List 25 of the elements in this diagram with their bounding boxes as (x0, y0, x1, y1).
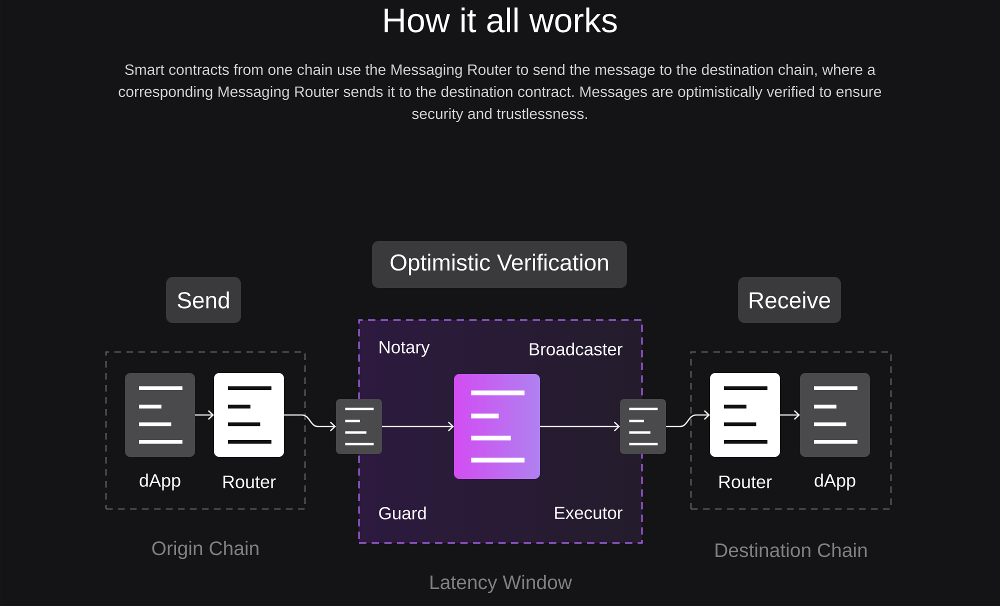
title: How it all works (384, 8, 617, 32)
arrow (382, 422, 454, 432)
arrow (195, 410, 214, 420)
arrow (540, 422, 620, 432)
node-label: dApp (140, 474, 180, 490)
arrow (780, 410, 800, 420)
role-label: Broadcaster (530, 342, 622, 356)
frame-label: Latency Window (430, 574, 572, 594)
role-label: Guard (379, 506, 426, 520)
node-label: dApp (814, 474, 856, 490)
arrow (666, 410, 710, 428)
document-icon (336, 399, 382, 454)
document-icon (620, 399, 666, 454)
heading-box: Optimistic Verification (372, 241, 627, 288)
role-label: Executor (555, 506, 622, 520)
arrow (284, 414, 336, 432)
node-label: Router (719, 476, 772, 488)
heading-box: Receive (738, 277, 841, 323)
role-label: Notary (380, 341, 430, 357)
document-icon (471, 390, 524, 462)
heading-box: Send (166, 277, 241, 323)
description: Smart contracts from one chain use the Messaging Router to send the message to the destination chain, where a corresponding Messaging Router sends it to the destination contract. Messages are optimistically verified to ensure security and trustlessness. (118, 64, 882, 122)
node-label: Router (223, 476, 276, 488)
frame-label: Origin Chain (152, 540, 258, 560)
frame-label: Destination Chain (716, 542, 867, 558)
